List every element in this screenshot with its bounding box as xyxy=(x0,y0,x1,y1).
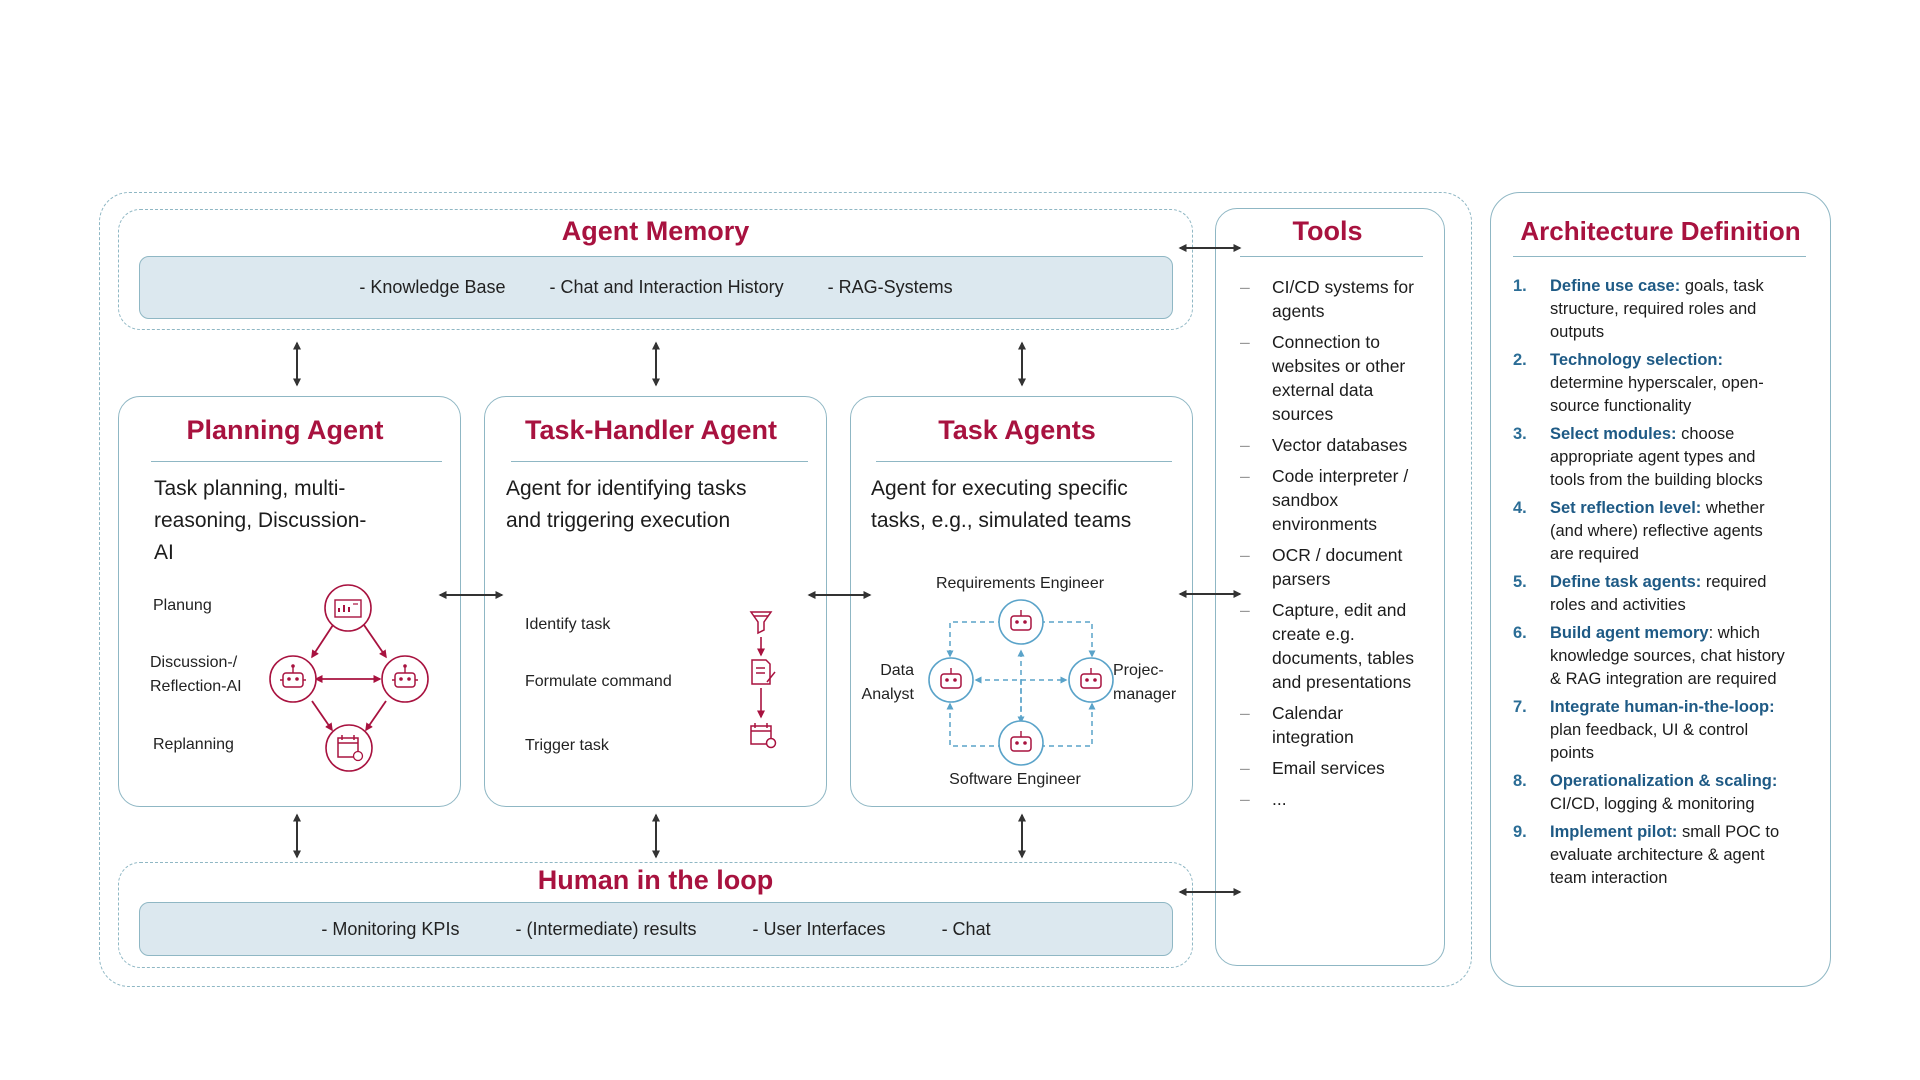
tools-list-item: –... xyxy=(1240,789,1287,809)
human-in-the-loop-title: Human in the loop xyxy=(537,865,774,895)
architecture-step: 4.Set reflection level: whether(and wher… xyxy=(1513,497,1818,566)
system-frame xyxy=(99,192,1472,987)
architecture-panel xyxy=(1490,192,1831,987)
agent-memory-title: Agent Memory xyxy=(561,216,750,246)
architecture-step: 7.Integrate human-in-the-loop:plan feedb… xyxy=(1513,696,1818,765)
bullet-dash: – xyxy=(1240,789,1250,809)
tools-title: Tools xyxy=(1292,216,1363,246)
human-in-the-loop-bar: - Monitoring KPIs - (Intermediate) resul… xyxy=(139,902,1173,956)
task-agents-rule xyxy=(876,461,1172,462)
step-trigger-task: Trigger task xyxy=(525,737,609,754)
memory-item-chat-history: - Chat and Interaction History xyxy=(549,277,784,297)
step-number: 3. xyxy=(1513,425,1527,443)
tools-list-item: –Vector databases xyxy=(1240,435,1408,455)
agent-memory-section xyxy=(118,209,1193,330)
planning-agent-rule xyxy=(151,461,442,462)
planning-agent-panel xyxy=(118,396,461,807)
bullet-dash: – xyxy=(1240,703,1250,723)
role-software-engineer: Software Engineer xyxy=(949,771,1081,788)
tools-rule xyxy=(1240,256,1423,257)
memory-item-knowledge-base: - Knowledge Base xyxy=(359,277,506,297)
bullet-dash: – xyxy=(1240,332,1250,352)
bullet-dash: – xyxy=(1240,435,1250,455)
step-formulate-command: Formulate command xyxy=(525,673,672,690)
step-number: 8. xyxy=(1513,772,1527,790)
task-agents-title: Task Agents xyxy=(938,415,1096,445)
step-heading: Define use case: xyxy=(1550,277,1681,295)
bullet-dash: – xyxy=(1240,600,1250,620)
step-heading: Implement pilot: xyxy=(1550,823,1678,841)
task-handler-agent-rule xyxy=(511,461,808,462)
human-in-the-loop-section xyxy=(118,862,1193,968)
bullet-dash: – xyxy=(1240,277,1250,297)
step-number: 4. xyxy=(1513,499,1527,517)
step-heading: Integrate human-in-the-loop: xyxy=(1550,698,1775,716)
agent-memory-bar: - Knowledge Base - Chat and Interaction … xyxy=(139,256,1173,319)
architecture-step: 2.Technology selection:determine hypersc… xyxy=(1513,349,1818,418)
architecture-title: Architecture Definition xyxy=(1520,216,1801,246)
tools-panel xyxy=(1215,208,1445,966)
step-heading: Technology selection: xyxy=(1550,351,1723,369)
step-number: 6. xyxy=(1513,624,1527,642)
architecture-step: 8.Operationalization & scaling:CI/CD, lo… xyxy=(1513,770,1818,816)
step-heading: Select modules: xyxy=(1550,425,1677,443)
step-heading: Set reflection level: xyxy=(1550,499,1702,517)
planung-label: Planung xyxy=(153,597,212,614)
task-handler-agent-description: Agent for identifying tasks and triggeri… xyxy=(506,477,747,532)
human-item-chat: - Chat xyxy=(941,918,991,939)
replanning-label: Replanning xyxy=(153,736,234,753)
planning-agent-title: Planning Agent xyxy=(186,415,384,445)
human-item-kpis: - Monitoring KPIs xyxy=(321,918,460,939)
task-handler-agent-title: Task-Handler Agent xyxy=(524,415,778,445)
memory-item-rag: - RAG-Systems xyxy=(827,277,953,297)
step-number: 5. xyxy=(1513,573,1527,591)
step-heading: Define task agents: xyxy=(1550,573,1702,591)
bullet-dash: – xyxy=(1240,545,1250,565)
bullet-dash: – xyxy=(1240,466,1250,486)
step-heading: Operationalization & scaling: xyxy=(1550,772,1778,790)
step-identify-task: Identify task xyxy=(525,616,611,633)
human-item-ui: - User Interfaces xyxy=(752,918,886,939)
human-item-results: - (Intermediate) results xyxy=(515,918,697,939)
task-agents-panel xyxy=(850,396,1193,807)
role-requirements-engineer: Requirements Engineer xyxy=(935,575,1105,592)
discussion-label: Discussion-/ Reflection-AI xyxy=(150,654,242,695)
bullet-dash: – xyxy=(1240,758,1250,778)
step-number: 9. xyxy=(1513,823,1527,841)
tools-list-item: –Email services xyxy=(1240,758,1385,778)
role-project-manager: Projec- manager xyxy=(1113,662,1177,703)
step-number: 2. xyxy=(1513,351,1527,369)
role-data-analyst: Data Analyst xyxy=(861,662,914,703)
step-heading: Build agent memory xyxy=(1550,624,1709,642)
task-agents-description: Agent for executing specific tasks, e.g.… xyxy=(871,477,1132,532)
step-number: 7. xyxy=(1513,698,1527,716)
architecture-rule xyxy=(1513,256,1806,257)
step-number: 1. xyxy=(1513,277,1527,295)
planning-agent-description: Task planning, multi- reasoning, Discuss… xyxy=(154,477,367,564)
